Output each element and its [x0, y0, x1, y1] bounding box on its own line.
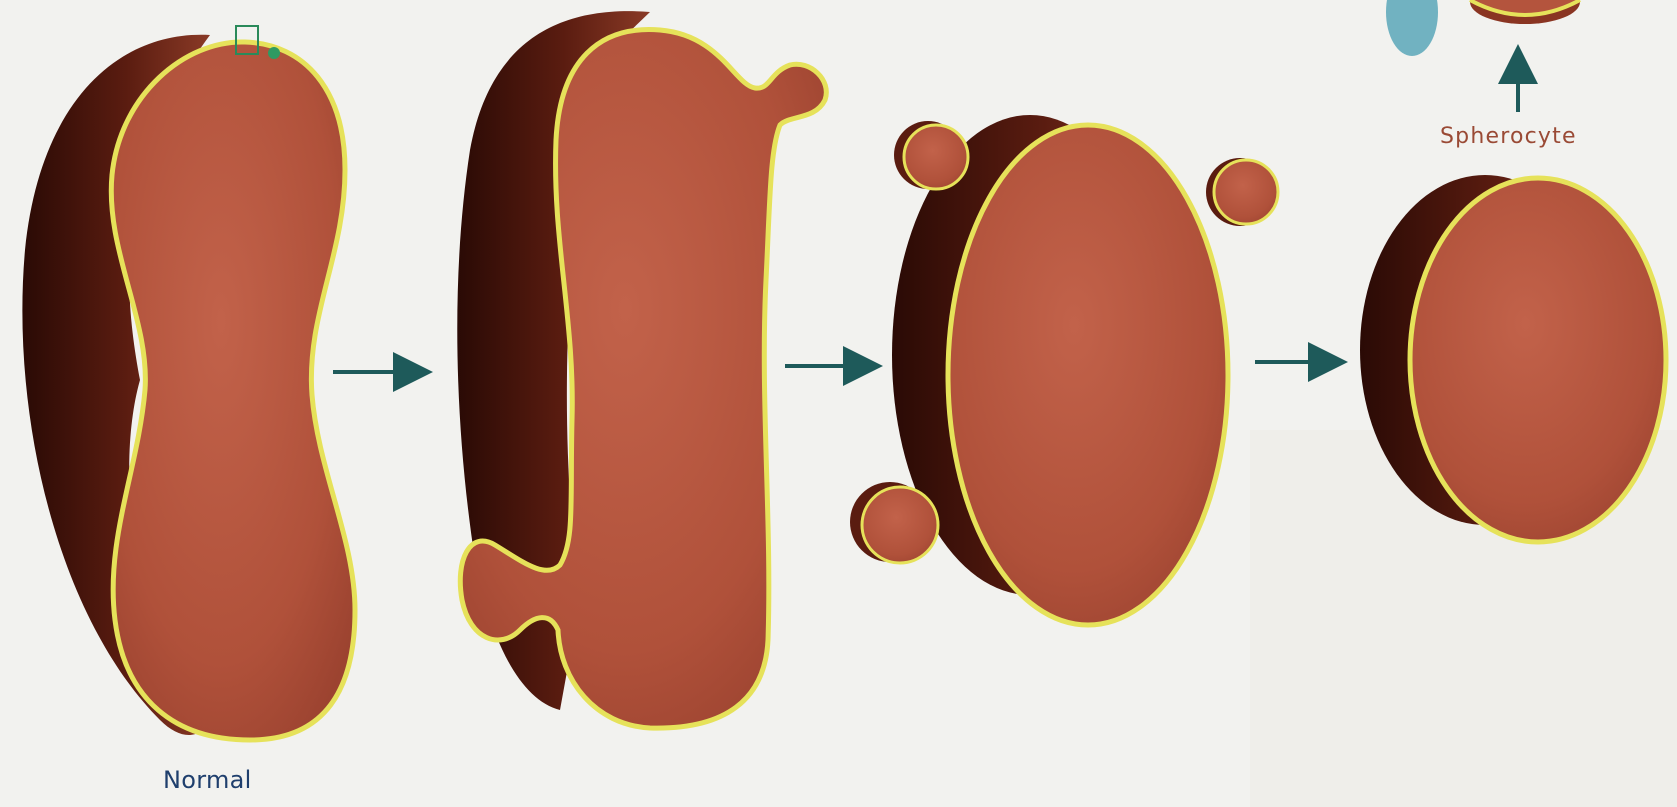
vesicle-right — [1214, 160, 1278, 224]
spherocyte-face — [1410, 178, 1666, 542]
blue-vesicle-partial — [1386, 0, 1438, 56]
vesiculated-cell — [850, 115, 1278, 625]
vesiculated-cell-face — [948, 125, 1228, 625]
label-spherocyte: Spherocyte — [1440, 124, 1577, 149]
budding-cell — [457, 11, 826, 728]
vesicle-bottom-left — [862, 487, 938, 563]
marker-dot-icon — [268, 47, 280, 59]
normal-cell-face — [111, 42, 355, 740]
vesicle-top-left — [904, 125, 968, 189]
label-normal: Normal — [163, 766, 252, 794]
normal-cell — [22, 26, 355, 740]
